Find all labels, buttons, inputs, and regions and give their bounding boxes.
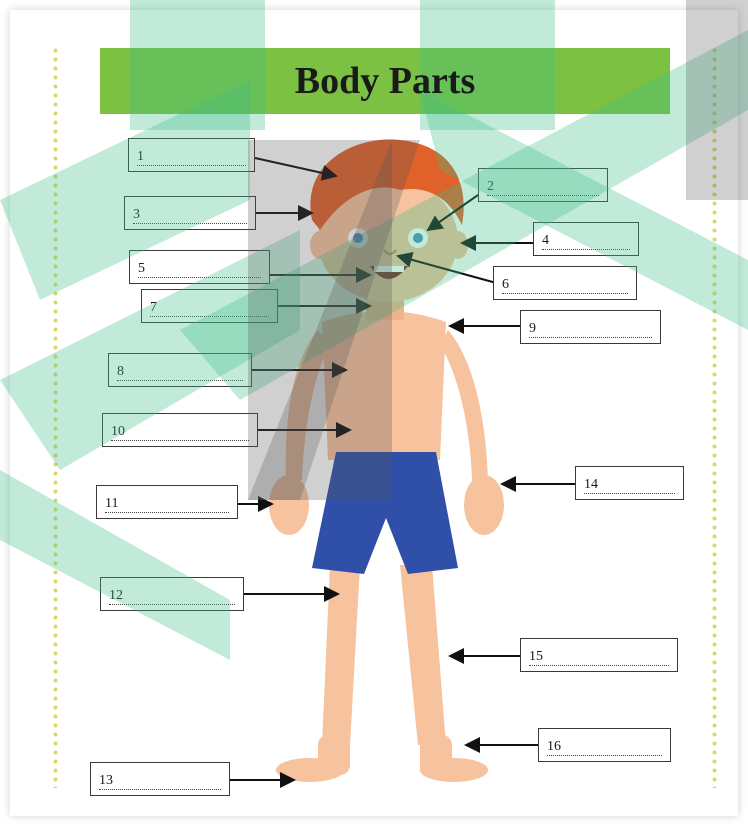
answer-line [547,755,662,756]
label-box-7[interactable]: 7 [141,289,278,323]
answer-line [105,512,229,513]
answer-line [542,249,630,250]
label-box-1[interactable]: 1 [128,138,255,172]
head [310,139,468,302]
label-box-6[interactable]: 6 [493,266,637,300]
label-box-8[interactable]: 8 [108,353,252,387]
answer-line [150,316,269,317]
label-box-5[interactable]: 5 [129,250,270,284]
page-title: Body Parts [295,59,476,103]
label-number: 1 [137,149,144,165]
answer-line [502,293,628,294]
label-box-16[interactable]: 16 [538,728,671,762]
answer-line [529,665,669,666]
label-number: 10 [111,424,125,440]
label-number: 12 [109,588,123,604]
label-box-10[interactable]: 10 [102,413,258,447]
label-number: 11 [105,496,118,512]
answer-line [111,440,249,441]
label-box-2[interactable]: 2 [478,168,608,202]
label-box-12[interactable]: 12 [100,577,244,611]
label-number: 8 [117,364,124,380]
answer-line [133,223,247,224]
label-box-3[interactable]: 3 [124,196,256,230]
answer-line [138,277,261,278]
answer-line [584,493,675,494]
shorts [312,452,458,574]
answer-line [99,789,221,790]
answer-line [529,337,652,338]
label-box-13[interactable]: 13 [90,762,230,796]
label-number: 16 [547,739,561,755]
label-number: 14 [584,477,598,493]
answer-line [487,195,599,196]
label-number: 9 [529,321,536,337]
label-box-9[interactable]: 9 [520,310,661,344]
torso [322,311,446,460]
label-number: 4 [542,233,549,249]
label-number: 3 [133,207,140,223]
label-number: 15 [529,649,543,665]
answer-line [117,380,243,381]
label-number: 6 [502,277,509,293]
label-number: 7 [150,300,157,316]
label-box-14[interactable]: 14 [575,466,684,500]
label-box-4[interactable]: 4 [533,222,639,256]
answer-line [137,165,246,166]
label-box-15[interactable]: 15 [520,638,678,672]
label-number: 2 [487,179,494,195]
answer-line [109,604,235,605]
label-box-11[interactable]: 11 [96,485,238,519]
label-number: 5 [138,261,145,277]
legs [276,565,488,782]
label-number: 13 [99,773,113,789]
